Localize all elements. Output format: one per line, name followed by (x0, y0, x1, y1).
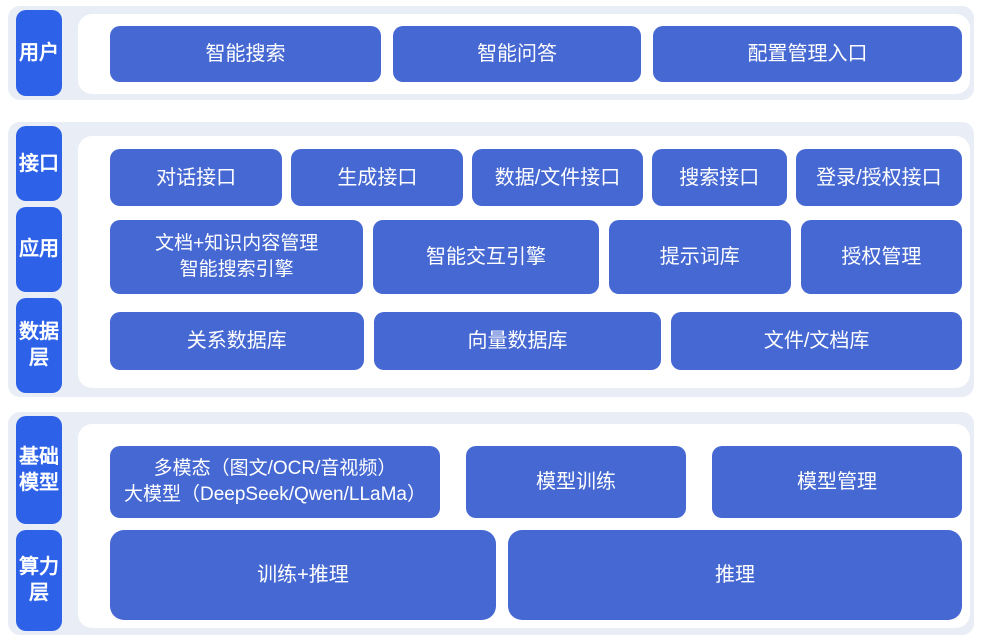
node-relational-db: 关系数据库 (110, 312, 364, 370)
layer-label-foundation-model: 基础模型 (16, 416, 62, 524)
node-multimodal-llm-line1: 多模态（图文/OCR/音视频） (153, 458, 397, 480)
node-smart-search: 智能搜索 (110, 26, 382, 82)
node-prompt-library: 提示词库 (608, 220, 791, 294)
band-bottom-panel: 多模态（图文/OCR/音视频） 大模型（DeepSeek/Qwen/LLaMa）… (78, 424, 970, 628)
band-api-app-data: 接口 应用 数据层 对话接口 生成接口 数据/文件接口 搜索接口 登录/授权接口… (8, 122, 974, 397)
layer-label-compute: 算力层 (16, 529, 62, 631)
node-multimodal-llm-line2: 大模型（DeepSeek/Qwen/LLaMa） (123, 484, 426, 505)
layer-label-user: 用户 (16, 10, 62, 96)
layer-label-api: 接口 (16, 126, 62, 202)
row-compute: 训练+推理 推理 (110, 530, 962, 620)
row-data: 关系数据库 向量数据库 文件/文档库 (110, 312, 962, 370)
node-inference: 推理 (507, 530, 962, 620)
row-user-entries: 智能搜索 智能问答 配置管理入口 (110, 26, 962, 82)
row-foundation-model: 多模态（图文/OCR/音视频） 大模型（DeepSeek/Qwen/LLaMa）… (110, 446, 962, 518)
node-search-api: 搜索接口 (651, 149, 787, 206)
node-login-auth-api: 登录/授权接口 (795, 149, 963, 206)
node-dialog-api: 对话接口 (110, 149, 283, 206)
node-file-doc-library: 文件/文档库 (671, 312, 962, 370)
band-model-compute: 基础模型 算力层 多模态（图文/OCR/音视频） 大模型（DeepSeek/Qw… (8, 412, 974, 635)
node-training-inference: 训练+推理 (110, 530, 496, 620)
band-user-layer: 用户 智能搜索 智能问答 配置管理入口 (8, 6, 974, 100)
row-api: 对话接口 生成接口 数据/文件接口 搜索接口 登录/授权接口 (110, 149, 963, 206)
band-user-panel: 智能搜索 智能问答 配置管理入口 (78, 14, 970, 94)
node-model-training: 模型训练 (466, 446, 686, 518)
node-config-management-entry: 配置管理入口 (653, 26, 962, 82)
architecture-diagram: 用户 智能搜索 智能问答 配置管理入口 接口 应用 数据层 对话接口 生成接口 … (8, 6, 974, 635)
node-generation-api: 生成接口 (291, 149, 464, 206)
band-bottom-labels: 基础模型 算力层 (8, 412, 78, 635)
row-application: 文档+知识内容管理 智能搜索引擎 智能交互引擎 提示词库 授权管理 (110, 220, 963, 294)
node-doc-knowledge-search-engine-line2: 智能搜索引擎 (179, 259, 294, 280)
node-multimodal-llm: 多模态（图文/OCR/音视频） 大模型（DeepSeek/Qwen/LLaMa） (110, 446, 440, 518)
node-auth-management: 授权管理 (800, 220, 963, 294)
layer-label-data: 数据层 (16, 297, 62, 393)
layer-label-application: 应用 (16, 207, 62, 292)
node-intelligent-interaction-engine: 智能交互引擎 (373, 220, 599, 294)
node-vector-db: 向量数据库 (373, 312, 662, 370)
node-model-management: 模型管理 (712, 446, 962, 518)
node-doc-knowledge-search-engine: 文档+知识内容管理 智能搜索引擎 (110, 220, 364, 294)
node-doc-knowledge-search-engine-line1: 文档+知识内容管理 (155, 233, 319, 255)
band-mid-labels: 接口 应用 数据层 (8, 122, 78, 397)
node-smart-qa: 智能问答 (393, 26, 642, 82)
node-data-file-api: 数据/文件接口 (472, 149, 643, 206)
band-user-labels: 用户 (8, 6, 78, 100)
band-mid-panel: 对话接口 生成接口 数据/文件接口 搜索接口 登录/授权接口 文档+知识内容管理… (78, 136, 970, 388)
